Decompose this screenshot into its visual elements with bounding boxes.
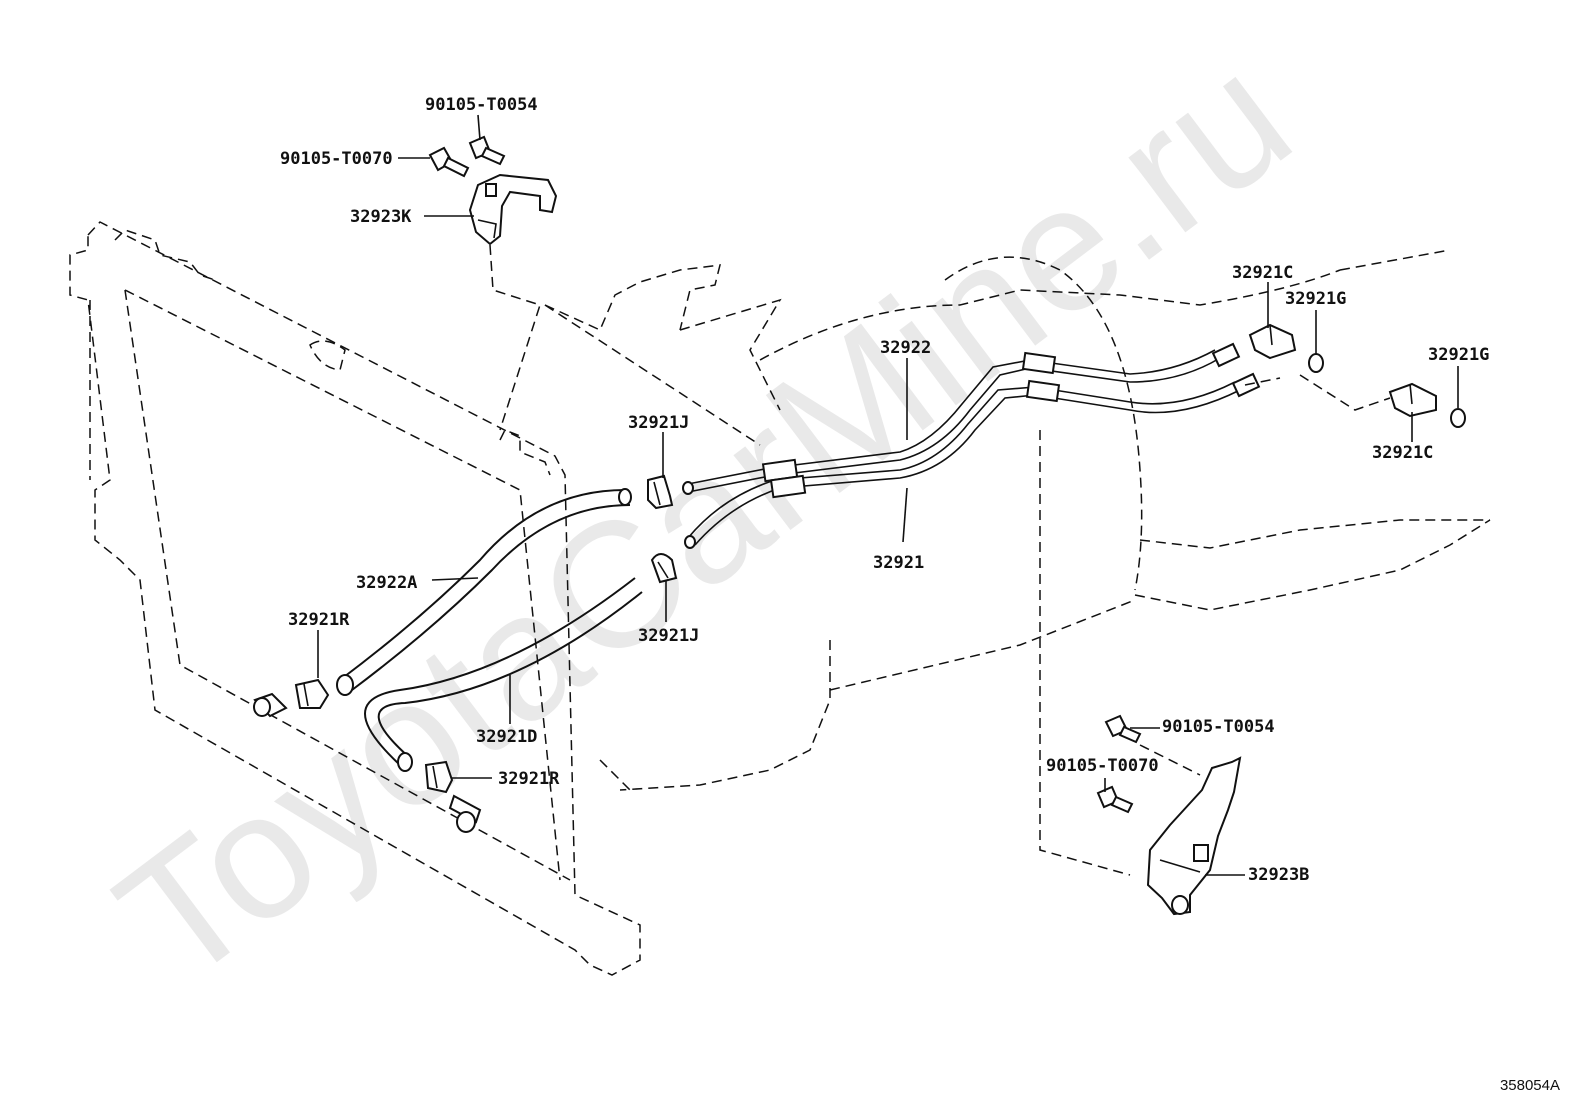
callout-32921J-upper: 32921J — [628, 413, 689, 433]
bolt-90105-T0070-bottom — [1096, 785, 1134, 814]
callout-32921C-top: 32921C — [1232, 263, 1293, 283]
pipe-32922 — [682, 342, 1241, 495]
bolt-90105-T0054-top — [468, 135, 506, 166]
callout-32921D: 32921D — [476, 727, 537, 747]
callout-32923K: 32923K — [350, 207, 412, 227]
callout-32921J-lower: 32921J — [638, 626, 699, 646]
drawing-number: 358054A — [1500, 1077, 1560, 1094]
radiator-outline — [69, 221, 641, 976]
callout-32922A: 32922A — [356, 573, 417, 593]
callout-90105-T0054-bottom: 90105-T0054 — [1162, 717, 1275, 737]
watermark-text: ToyotaCarMine.ru — [83, 16, 1325, 1020]
hose-32922A — [336, 488, 632, 696]
radiator-fitting-lower — [448, 794, 482, 833]
callout-90105-T0054-top: 90105-T0054 — [425, 95, 538, 115]
callout-90105-T0070-top: 90105-T0070 — [280, 149, 393, 169]
bolt-90105-T0070-top — [428, 146, 470, 178]
union-leader-bottom — [1299, 374, 1391, 411]
radiator-fitting-upper — [253, 692, 288, 718]
clamp-32921R-upper — [294, 678, 330, 709]
gasket-32921G-top — [1308, 353, 1324, 373]
callout-32921G-right: 32921G — [1428, 345, 1489, 365]
callout-32921G-top: 32921G — [1285, 289, 1346, 309]
clamp-32921R-lower — [424, 760, 454, 794]
bracket-leader-upper — [489, 244, 541, 431]
bracket-32923B — [1146, 756, 1242, 916]
callout-32923B: 32923B — [1248, 865, 1309, 885]
callout-90105-T0070-bottom: 90105-T0070 — [1046, 756, 1159, 776]
leader-lines — [317, 114, 1459, 876]
transmission-outline — [544, 249, 1491, 876]
pipe-32921 — [684, 372, 1261, 549]
union-leader-top — [1244, 377, 1281, 386]
union-32921C-top — [1248, 323, 1297, 360]
clamp-32921J-lower — [650, 553, 678, 584]
bracket-leader-lower — [1139, 744, 1201, 776]
bracket-32923K — [468, 173, 558, 246]
clamp-32921J-upper — [647, 474, 674, 510]
bolt-90105-T0054-bottom — [1104, 714, 1142, 744]
callout-32922: 32922 — [880, 338, 931, 358]
hose-32921D — [364, 577, 643, 772]
gasket-32921G-right — [1450, 408, 1466, 428]
callout-32921: 32921 — [873, 553, 924, 573]
callout-32921R-upper: 32921R — [288, 610, 350, 630]
union-32921C-bottom — [1388, 382, 1437, 418]
callout-32921C-bottom: 32921C — [1372, 443, 1433, 463]
callout-32921R-lower: 32921R — [498, 769, 560, 789]
